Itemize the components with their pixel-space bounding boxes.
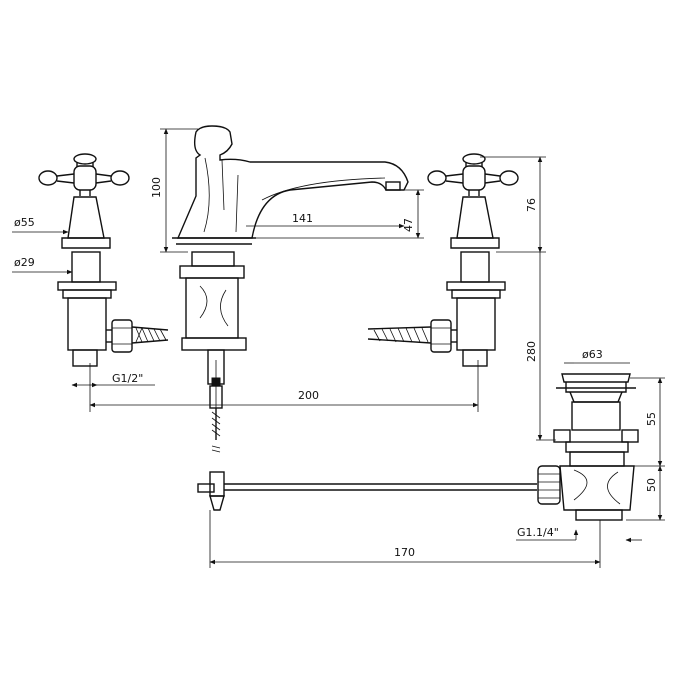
- left-valve: [38, 153, 169, 367]
- dim-h55: 55: [645, 412, 658, 426]
- dim-h76: 76: [525, 198, 538, 212]
- dimension-lines: [12, 128, 663, 565]
- dim-d29: ø29: [14, 256, 35, 269]
- spout-body: [172, 125, 409, 245]
- left-valve-body: [67, 196, 105, 239]
- left-cross-handle: [38, 153, 130, 196]
- center-mount: [179, 251, 247, 511]
- dim-h50: 50: [645, 478, 658, 492]
- dim-g114: G1.1/4": [517, 526, 559, 539]
- popup-rod: [224, 483, 537, 491]
- extension-lines: [89, 128, 665, 568]
- dim-g12: G1/2": [112, 372, 143, 385]
- right-cross-handle: [427, 153, 519, 196]
- dim-w170: 170: [394, 546, 415, 559]
- dim-h100: 100: [150, 177, 163, 198]
- dim-h280: 280: [525, 341, 538, 362]
- dimension-labels: ø55 ø29 G1/2" 100 141 47 76 280 200 ø63 …: [14, 177, 658, 559]
- dim-d55: ø55: [14, 216, 35, 229]
- left-hose-nut: [111, 319, 133, 353]
- drain-knob: [537, 465, 561, 505]
- dim-d63: ø63: [582, 348, 603, 361]
- drain-waste: [537, 373, 639, 521]
- right-braided-hose: [367, 326, 432, 344]
- right-valve: [367, 153, 519, 367]
- dim-h47: 47: [402, 218, 415, 232]
- dim-l141: 141: [292, 212, 313, 225]
- dim-w200: 200: [298, 389, 319, 402]
- right-valve-body: [456, 196, 494, 239]
- right-hose-nut: [430, 319, 452, 353]
- left-braided-hose: [131, 326, 169, 344]
